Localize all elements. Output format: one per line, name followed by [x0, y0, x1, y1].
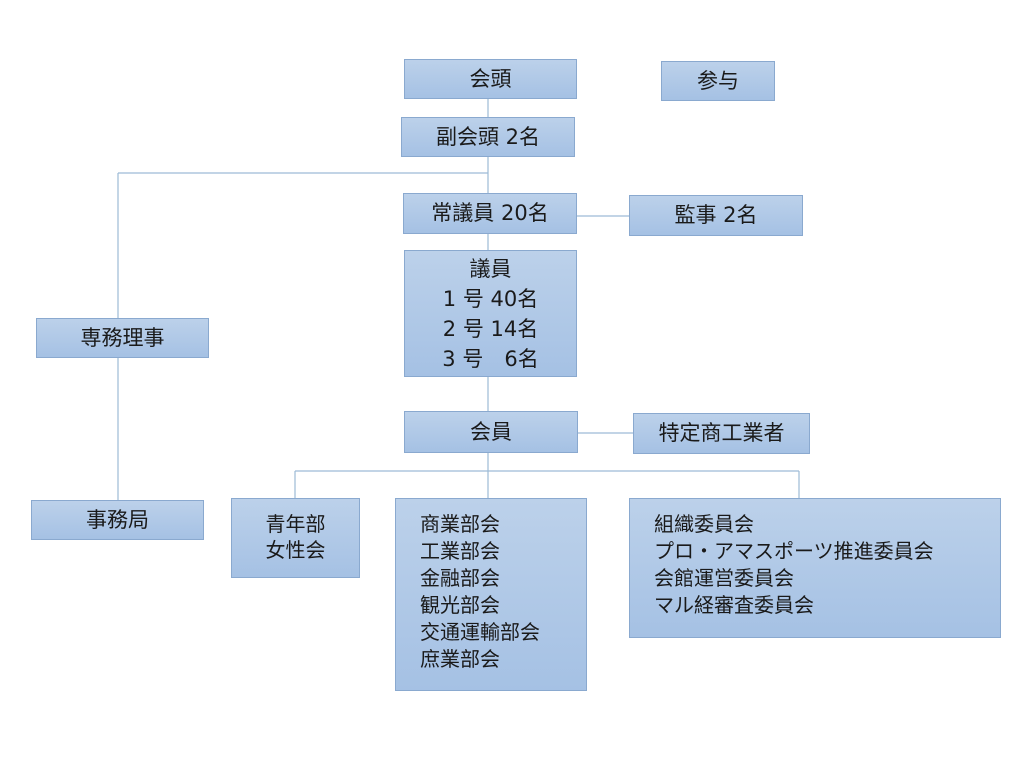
councillors-line-3: 3 号 6名 — [442, 346, 539, 371]
secretariat-box: 事務局 — [31, 500, 204, 540]
secretariat-label: 事務局 — [86, 507, 149, 532]
youth-division-label: 青年部 — [265, 512, 326, 536]
sectional-committee-item: 金融部会 — [420, 566, 500, 590]
members-box: 会員 — [404, 411, 578, 453]
councillors-title: 議員 — [469, 256, 512, 281]
president-box: 会頭 — [404, 59, 577, 99]
sectional-committee-item: 庶業部会 — [420, 647, 500, 671]
sectional-committee-item: 商業部会 — [420, 512, 500, 536]
executive-director-label: 専務理事 — [80, 325, 165, 350]
committee-item: マル経審査委員会 — [654, 593, 814, 617]
sectional-committee-item: 観光部会 — [420, 593, 500, 617]
committee-item: プロ・アマスポーツ推進委員会 — [654, 539, 934, 563]
vice-president-label: 副会頭 2名 — [435, 124, 541, 149]
youth-women-box: 青年部 女性会 — [231, 498, 360, 578]
committees-box: 組織委員会 プロ・アマスポーツ推進委員会 会館運営委員会 マル経審査委員会 — [629, 498, 1001, 638]
councillors-line-1: 1 号 40名 — [442, 286, 539, 311]
committee-item: 組織委員会 — [654, 512, 754, 536]
auditor-label: 監事 2名 — [674, 203, 758, 228]
councillors-line-2: 2 号 14名 — [442, 316, 539, 341]
advisor-label: 参与 — [697, 68, 739, 93]
members-label: 会員 — [470, 419, 512, 444]
vice-president-box: 副会頭 2名 — [401, 117, 575, 157]
advisor-box: 参与 — [661, 61, 775, 101]
women-association-label: 女性会 — [265, 538, 326, 562]
president-label: 会頭 — [469, 66, 512, 91]
councillors-box: 議員 1 号 40名 2 号 14名 3 号 6名 — [404, 250, 577, 377]
committee-item: 会館運営委員会 — [654, 566, 794, 590]
sectional-committee-item: 工業部会 — [420, 539, 500, 563]
standing-members-label: 常議員 20名 — [431, 201, 549, 226]
specified-traders-label: 特定商工業者 — [658, 421, 785, 446]
executive-director-box: 専務理事 — [36, 318, 209, 358]
auditor-box: 監事 2名 — [629, 195, 803, 236]
specified-traders-box: 特定商工業者 — [633, 413, 810, 454]
sectional-committee-item: 交通運輸部会 — [420, 620, 540, 644]
sectional-committees-box: 商業部会 工業部会 金融部会 観光部会 交通運輸部会 庶業部会 — [395, 498, 587, 691]
standing-members-box: 常議員 20名 — [403, 193, 577, 234]
